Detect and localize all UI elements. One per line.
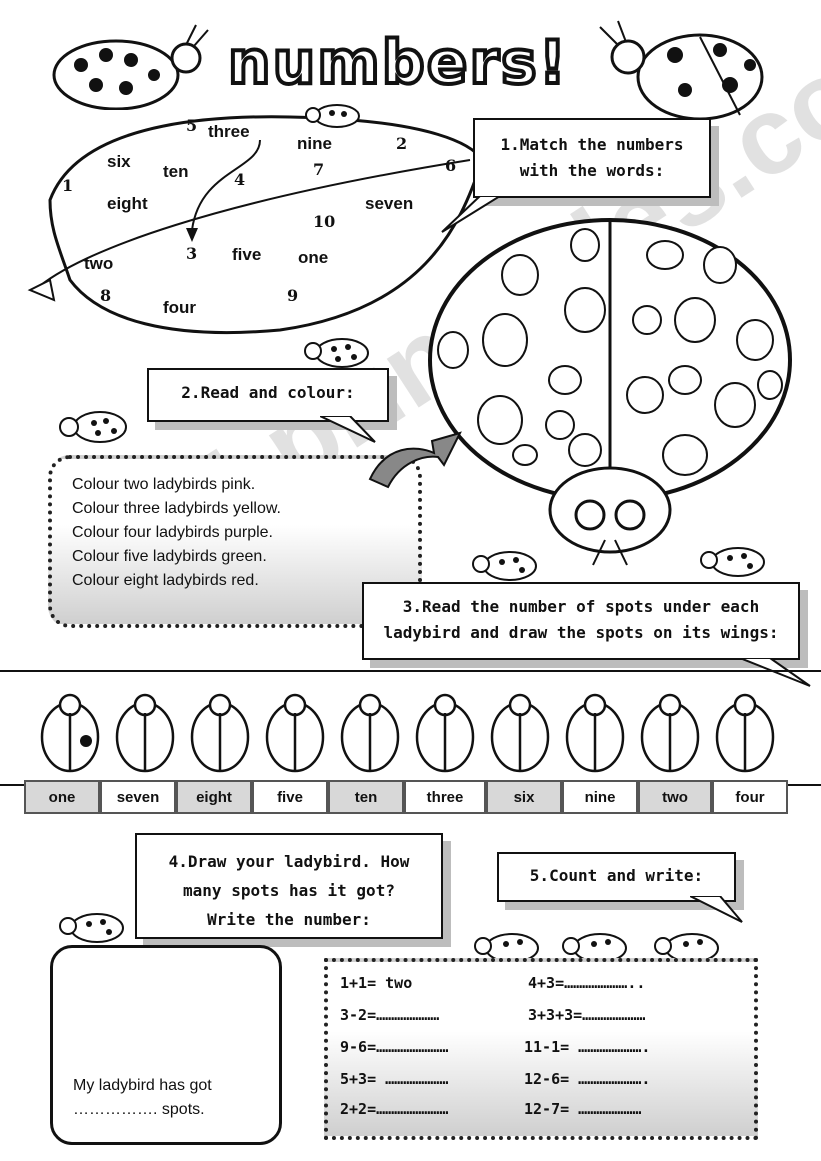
divider-line xyxy=(0,670,821,672)
task5-heading: 5.Count and write: xyxy=(497,852,736,902)
instruction-line: Colour five ladybirds green. xyxy=(72,548,267,565)
draw-ladybird-box[interactable]: My ladybird has got ……………. spots. xyxy=(50,945,282,1145)
task1-line2: with the words: xyxy=(519,161,665,180)
leaf-number: 1 xyxy=(62,176,74,195)
leaf-word: two xyxy=(84,254,114,273)
small-ladybirds-group-icon xyxy=(474,933,719,963)
spot-word-cell: one xyxy=(24,780,100,814)
spot-word-cell: six xyxy=(486,780,562,814)
spot-word-cell: seven xyxy=(100,780,176,814)
leaf-number: 10 xyxy=(313,212,336,231)
task1-line1: 1.Match the numbers xyxy=(500,135,684,154)
ladybird-header-right-image xyxy=(599,20,764,121)
spot-word-cell: ten xyxy=(328,780,404,814)
small-ladybird-icon xyxy=(59,411,127,443)
sum-left: 1+1= two xyxy=(340,974,413,992)
curved-arrow-icon xyxy=(368,431,462,489)
colour-instructions-box: Colour two ladybirds pink. Colour three … xyxy=(48,455,422,628)
instruction-line: Colour two ladybirds pink. xyxy=(72,476,256,493)
spot-word-cell: two xyxy=(638,780,712,814)
task2-heading: 2.Read and colour: xyxy=(147,368,389,422)
ladybird-header-left-image xyxy=(52,24,209,110)
task3-line1: 3.Read the number of spots under each xyxy=(402,597,760,616)
leaf-word: one xyxy=(298,248,329,267)
sum-right[interactable]: 11-1= …………………. xyxy=(524,1038,651,1056)
sum-right[interactable]: 12-7= ………………… xyxy=(524,1100,642,1118)
big-ladybird-image xyxy=(428,218,792,566)
leaf-word: four xyxy=(163,298,197,317)
small-ladybird-icon xyxy=(305,104,360,128)
leaf-word: six xyxy=(107,152,131,171)
task1-callout: 1.Match the numbers with the words: xyxy=(473,118,711,198)
leaf-number: 2 xyxy=(396,134,408,153)
leaf-word: ten xyxy=(163,162,189,181)
sum-right[interactable]: 4+3=………………….. xyxy=(528,974,646,992)
instruction-line: Colour eight ladybirds red. xyxy=(72,572,259,589)
task4-callout: 4.Draw your ladybird. How many spots has… xyxy=(135,833,443,939)
sum-left[interactable]: 2+2=…………………… xyxy=(340,1100,449,1118)
small-ladybird-icon xyxy=(59,913,124,943)
leaf-number: 5 xyxy=(186,116,198,135)
task3-line2: ladybird and draw the spots on its wings… xyxy=(383,623,779,642)
task5-callout-tail xyxy=(690,896,743,923)
page-title: numbers! xyxy=(226,26,569,100)
leaf-image xyxy=(27,115,484,335)
task4-line3: Write the number: xyxy=(207,910,371,929)
sum-left[interactable]: 9-6=…………………… xyxy=(340,1038,449,1056)
leaf-number: 9 xyxy=(287,286,299,305)
task2-callout-tail xyxy=(320,416,376,443)
leaf-number: 3 xyxy=(186,244,198,263)
instruction-line: Colour three ladybirds yellow. xyxy=(72,500,281,517)
leaf-number: 8 xyxy=(100,286,112,305)
leaf-word: three xyxy=(208,122,250,141)
answer-line1: My ladybird has got xyxy=(73,1077,212,1094)
sum-left[interactable]: 5+3= ………………… xyxy=(340,1070,449,1088)
instruction-line: Colour four ladybirds purple. xyxy=(72,524,273,541)
leaf-number: 4 xyxy=(234,170,246,189)
task4-line1: 4.Draw your ladybird. How xyxy=(168,852,410,871)
leaf-word: nine xyxy=(297,134,332,153)
task1-callout-tail xyxy=(441,196,502,233)
answer-line2: ……………. spots. xyxy=(73,1101,205,1118)
leaf-word: eight xyxy=(107,194,148,213)
leaf-number: 7 xyxy=(313,160,325,179)
leaf-word: five xyxy=(232,245,262,264)
sum-right[interactable]: 12-6= …………………. xyxy=(524,1070,651,1088)
sum-right[interactable]: 3+3+3=………………… xyxy=(528,1006,646,1024)
spot-word-cell: four xyxy=(712,780,788,814)
small-ladybird-icon xyxy=(700,547,765,577)
leaf-number: 6 xyxy=(445,156,457,175)
count-write-box xyxy=(324,958,758,1140)
task4-line2: many spots has it got? xyxy=(183,881,395,900)
sum-left[interactable]: 3-2=………………… xyxy=(340,1006,440,1024)
task3-callout-tail xyxy=(740,658,811,687)
task3-callout: 3.Read the number of spots under each la… xyxy=(362,582,800,660)
spot-word-cell: eight xyxy=(176,780,252,814)
spot-word-cell: nine xyxy=(562,780,638,814)
spot-word-cell: three xyxy=(404,780,486,814)
spot-word-cell: five xyxy=(252,780,328,814)
small-ladybird-icon xyxy=(472,551,537,581)
small-ladybird-icon xyxy=(304,338,369,368)
leaf-word: seven xyxy=(365,194,414,213)
ladybird-row-image xyxy=(40,693,775,773)
